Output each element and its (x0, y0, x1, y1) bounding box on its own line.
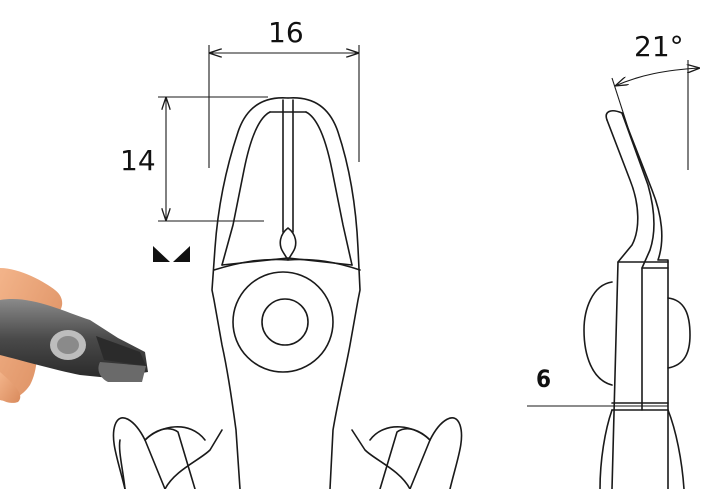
cutter-in-hand-photo (0, 268, 148, 403)
angle-dimension: 21° (611, 30, 700, 170)
width-dimension: 16 (208, 16, 360, 168)
left-handle (112, 417, 166, 489)
width-label: 16 (268, 16, 304, 49)
pivot-circle-inner (261, 298, 309, 346)
thickness-dimension: 6 (527, 365, 668, 407)
jaw-outline-right (287, 97, 361, 489)
angle-label: 21° (634, 30, 684, 63)
side-view (583, 110, 691, 489)
length-label: 14 (120, 144, 156, 177)
cutting-tip (279, 227, 297, 261)
jaw-outline (211, 97, 289, 489)
side-pivot-left (583, 281, 613, 386)
side-jaw (605, 110, 669, 489)
side-pivot-right (667, 297, 691, 369)
length-dimension: 14 (120, 96, 268, 222)
pivot-circle-outer (232, 271, 334, 373)
flush-cut-symbol-icon (153, 246, 190, 262)
front-view (112, 97, 463, 489)
thickness-label: 6 (536, 365, 551, 393)
right-handle (409, 417, 463, 489)
